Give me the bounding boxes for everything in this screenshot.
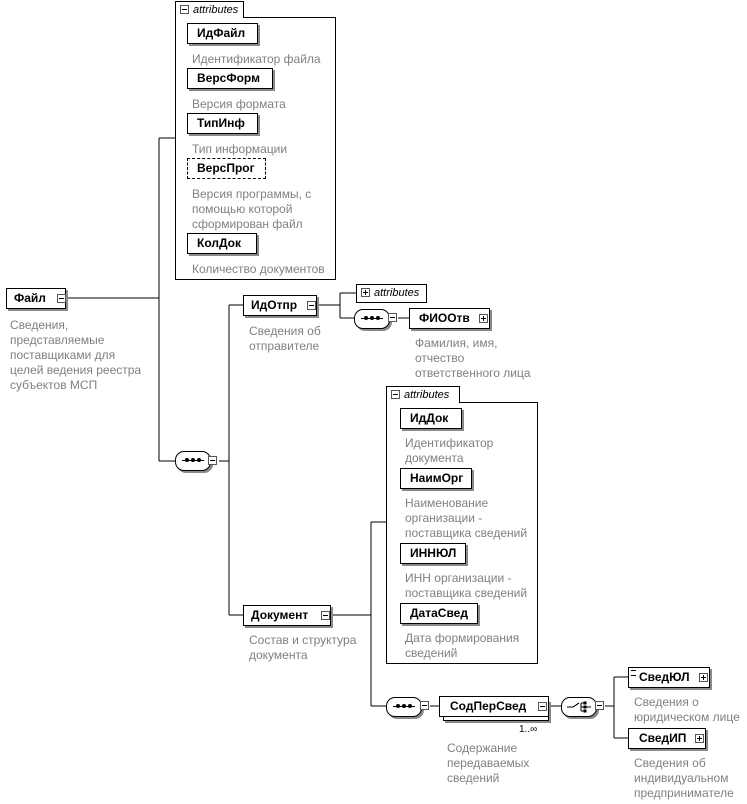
element-idotpr[interactable]: ИдОтпр: [243, 295, 317, 316]
attribute-versform-description: Версия формата: [192, 97, 286, 111]
attribute-idfajl-description: Идентификатор файла: [192, 52, 321, 66]
idotpr-attributes-header[interactable]: attributes: [356, 284, 427, 303]
attribute-versprog-description: Версия программы, с помощью которой сфор…: [192, 187, 312, 231]
dokument-attributes-header[interactable]: attributes: [386, 386, 460, 403]
element-fajl[interactable]: Файл: [6, 288, 66, 309]
sequence-compositor-icon: [175, 451, 211, 471]
element-idotpr-description: Сведения об отправителе: [249, 324, 321, 353]
element-fiootv[interactable]: ФИООтв: [409, 308, 490, 329]
attribute-koldok-description: Количество документов: [192, 262, 325, 276]
root-attributes-header[interactable]: attributes: [175, 1, 244, 18]
element-fajl-label: Файл: [14, 291, 46, 305]
attribute-iddok-description: Идентификатор документа: [405, 436, 494, 465]
attribute-versform[interactable]: ВерсФорм: [187, 68, 273, 89]
attribute-idfajl[interactable]: ИдФайл: [187, 23, 258, 44]
sequence-compositor-icon: [354, 309, 390, 329]
expand-icon[interactable]: [479, 314, 488, 323]
element-svedip[interactable]: СведИП: [628, 728, 706, 749]
expand-icon[interactable]: [361, 288, 370, 297]
collapse-icon[interactable]: [57, 294, 66, 303]
collapse-icon[interactable]: [595, 701, 604, 710]
element-svedip-description: Сведения об индивидуальном предпринимате…: [634, 756, 734, 800]
attribute-iddok[interactable]: ИдДок: [400, 408, 462, 429]
collapse-icon[interactable]: [180, 5, 189, 14]
attribute-naimorg-description: Наименование организации - поставщика св…: [405, 496, 528, 540]
attribute-datasved[interactable]: ДатаСвед: [400, 603, 478, 624]
collapse-icon[interactable]: [391, 390, 400, 399]
collapse-icon[interactable]: [538, 702, 547, 711]
element-sodpersved[interactable]: СодПерСвед: [439, 696, 549, 717]
element-dokument-description: Состав и структура документа: [249, 633, 357, 662]
collapse-icon[interactable]: [208, 456, 217, 465]
attribute-innyul-description: ИНН организации - поставщика сведений: [405, 571, 528, 600]
element-sodpersved-description: Содержание передаваемых сведений: [447, 741, 530, 785]
collapse-icon[interactable]: [420, 701, 429, 710]
attribute-naimorg[interactable]: НаимОрг: [400, 468, 472, 489]
choice-compositor-icon: [561, 697, 597, 717]
collapse-icon[interactable]: [388, 313, 397, 322]
expand-icon[interactable]: [695, 734, 704, 743]
attribute-tipinf[interactable]: ТипИнф: [187, 113, 258, 134]
collapse-icon[interactable]: [321, 611, 330, 620]
sequence-compositor-icon: [386, 697, 422, 717]
cardinality-label: 1..∞: [519, 724, 538, 735]
element-fajl-description: Сведения, представляемые поставщиками дл…: [10, 318, 142, 392]
attribute-koldok[interactable]: КолДок: [187, 233, 257, 254]
expand-icon[interactable]: [699, 673, 708, 682]
content-model-icon: [631, 670, 636, 676]
attribute-tipinf-description: Тип информации: [192, 142, 288, 156]
element-svedyul[interactable]: СведЮЛ: [628, 667, 710, 688]
element-svedyul-description: Сведения о юридическом лице: [634, 695, 740, 724]
attribute-innyul[interactable]: ИННЮЛ: [400, 543, 466, 564]
collapse-icon[interactable]: [307, 301, 316, 310]
element-dokument[interactable]: Документ: [243, 605, 331, 626]
attribute-datasved-description: Дата формирования сведений: [405, 631, 520, 660]
element-fiootv-description: Фамилия, имя, отчество ответственного ли…: [415, 336, 531, 380]
attribute-versprog[interactable]: ВерсПрог: [187, 158, 266, 179]
